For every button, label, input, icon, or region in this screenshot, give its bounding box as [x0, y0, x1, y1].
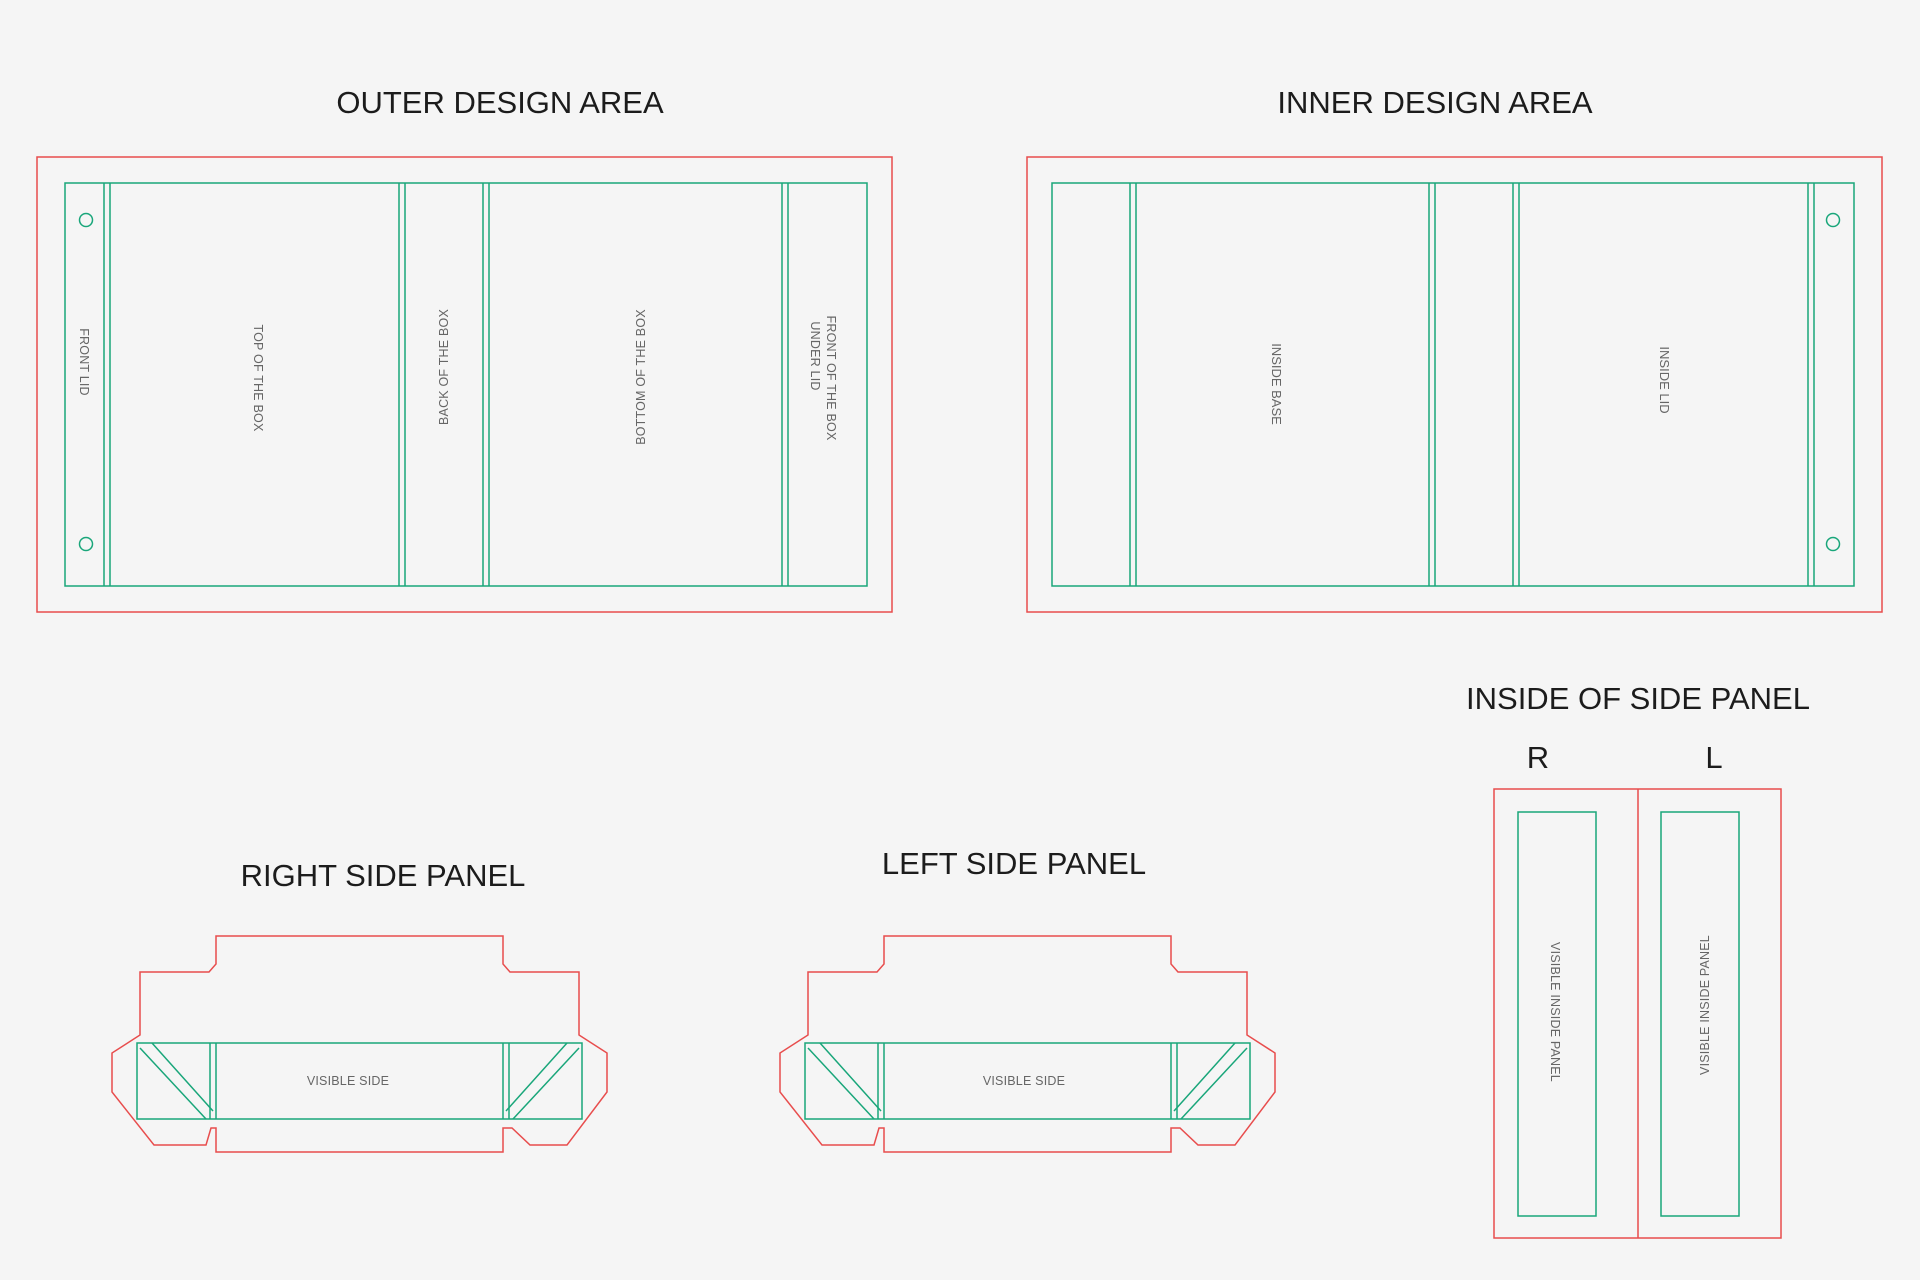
outer-magnet-hole-bottom: [78, 536, 94, 552]
left-side-panel-cut-outline: [779, 935, 1276, 1153]
inner-design-area-title: INNER DESIGN AREA: [1277, 85, 1593, 120]
outer-design-area: OUTER DESIGN AREA FRONT LID TOP OF THE B…: [36, 85, 893, 613]
left-side-panel-folds: [804, 1042, 1251, 1120]
inner-trim-border: [1051, 182, 1855, 587]
label-back-of-box: BACK OF THE BOX: [437, 309, 451, 425]
inner-fold-lines: [1129, 183, 1815, 586]
right-side-panel-cut-outline: [111, 935, 608, 1153]
label-front-of-box-line1: FRONT OF THE BOX: [824, 316, 838, 441]
left-side-panel: LEFT SIDE PANEL VISIBLE SIDE: [779, 846, 1276, 1153]
left-side-panel-title: LEFT SIDE PANEL: [882, 846, 1146, 881]
label-front-of-box-line2: UNDER LID: [808, 321, 822, 390]
right-side-panel-title: RIGHT SIDE PANEL: [241, 858, 526, 893]
outer-fold-lines: [103, 183, 789, 586]
label-right-visible-side: VISIBLE SIDE: [307, 1074, 389, 1088]
label-l-visible-inside-panel: VISIBLE INSIDE PANEL: [1698, 935, 1712, 1075]
inner-magnet-hole-bottom: [1825, 536, 1841, 552]
label-inside-lid: INSIDE LID: [1657, 346, 1672, 413]
label-front-lid: FRONT LID: [77, 328, 91, 396]
right-side-panel-folds: [136, 1042, 583, 1120]
label-top-of-box: TOP OF THE BOX: [251, 325, 265, 432]
outer-design-area-title: OUTER DESIGN AREA: [336, 85, 664, 120]
inside-of-side-panel: INSIDE OF SIDE PANEL R L VISIBLE INSIDE …: [1466, 681, 1810, 1239]
label-inside-base: INSIDE BASE: [1269, 343, 1284, 425]
label-r-visible-inside-panel: VISIBLE INSIDE PANEL: [1548, 942, 1562, 1082]
inside-panel-l-area: [1660, 811, 1740, 1217]
label-left-visible-side: VISIBLE SIDE: [983, 1074, 1065, 1088]
right-side-panel: RIGHT SIDE PANEL VISIBLE SIDE: [111, 858, 608, 1153]
letter-r: R: [1527, 740, 1549, 775]
letter-l: L: [1705, 740, 1722, 775]
outer-bleed-border: [36, 156, 893, 613]
label-bottom-of-box: BOTTOM OF THE BOX: [634, 309, 648, 445]
inside-panel-r-area: [1517, 811, 1597, 1217]
outer-magnet-hole-top: [78, 212, 94, 228]
inside-of-side-panel-title: INSIDE OF SIDE PANEL: [1466, 681, 1810, 716]
inner-magnet-hole-top: [1825, 212, 1841, 228]
outer-trim-border: [64, 182, 868, 587]
inner-design-area: INNER DESIGN AREA INSIDE BASE INSIDE LID: [1026, 85, 1883, 613]
inner-bleed-border: [1026, 156, 1883, 613]
